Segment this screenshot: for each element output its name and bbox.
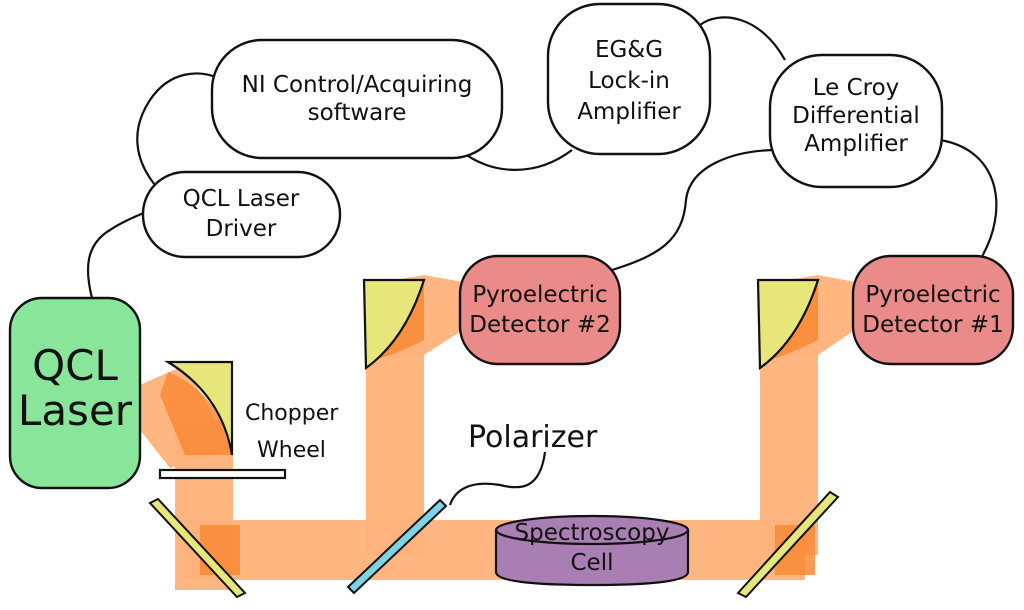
ni-software-line-1: NI Control/Acquiring: [242, 72, 473, 98]
chopper-label-line-1: Chopper: [245, 401, 339, 426]
lockin-line-1: EG&G: [595, 37, 663, 63]
chopper-mirror: [164, 360, 234, 456]
cable-lockin-lecroy: [699, 16, 786, 61]
cables: [86, 16, 998, 506]
lecroy-amplifier-box: Le Croy Differential Amplifier: [768, 53, 944, 189]
beam-dense-mirror-3: [762, 285, 818, 362]
detector-2-line-2: Detector #2: [469, 312, 610, 338]
qcl-laser-box: QCL Laser: [8, 296, 142, 490]
lecroy-line-2: Differential: [792, 103, 920, 129]
cable-lecroy-detector1: [939, 138, 998, 261]
cable-driver-software: [136, 72, 219, 186]
polarizer-label: Polarizer: [468, 420, 598, 455]
chopper-label-line-2: Wheel: [257, 438, 326, 463]
cable-lecroy-detector2: [611, 148, 779, 272]
flat-mirror-right: [736, 490, 840, 599]
cable-polarizer-leader: [448, 451, 547, 506]
beam-dense-chopper: [160, 372, 232, 455]
lecroy-line-1: Le Croy: [813, 75, 900, 101]
qcl-driver-line-2: Driver: [206, 216, 277, 242]
qcl-laser-line-1: QCL: [32, 341, 118, 390]
beam-dense-mirror-2: [368, 285, 424, 362]
cell-line-2: Cell: [571, 550, 614, 576]
lockin-amplifier-box: EG&G Lock-in Amplifier: [546, 2, 712, 156]
polarizer-element: [346, 498, 448, 595]
ni-software-line-2: software: [308, 100, 407, 126]
qcl-driver-line-1: QCL Laser: [183, 186, 300, 212]
detector-1-line-2: Detector #1: [862, 312, 1003, 338]
chopper-wheel: [158, 468, 287, 480]
flat-mirror-left: [148, 497, 247, 599]
ni-software-box: NI Control/Acquiring software: [210, 38, 504, 160]
qcl-laser-line-2: Laser: [18, 386, 133, 435]
cable-laser-driver: [86, 207, 156, 299]
detector-1-box: Pyroelectric Detector #1: [851, 254, 1015, 366]
lecroy-line-3: Amplifier: [804, 131, 908, 157]
detector-1-line-1: Pyroelectric: [865, 282, 1000, 308]
parabolic-mirror-2: [362, 278, 426, 371]
spectroscopy-cell: Spectroscopy Cell: [494, 514, 690, 587]
detector-2-box: Pyroelectric Detector #2: [458, 254, 622, 366]
detector-2-line-1: Pyroelectric: [472, 282, 607, 308]
cable-software-lockin: [459, 149, 573, 171]
qcl-driver-box: QCL Laser Driver: [141, 170, 342, 259]
cell-line-1: Spectroscopy: [515, 520, 670, 546]
lockin-line-3: Amplifier: [577, 99, 681, 125]
parabolic-mirror-1: [756, 278, 820, 371]
lockin-line-2: Lock-in: [588, 68, 670, 94]
